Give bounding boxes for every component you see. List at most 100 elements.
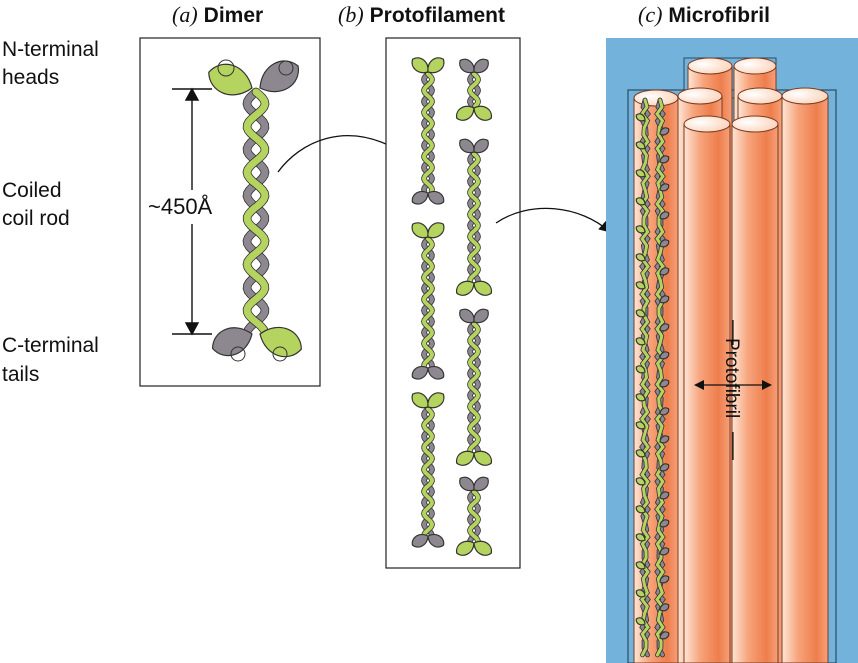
head-shape	[459, 308, 475, 324]
green-strand	[467, 322, 481, 453]
head-shape	[459, 476, 475, 492]
tube-front-1-cap	[683, 115, 731, 133]
head-domain	[473, 476, 489, 492]
head-shape	[411, 392, 429, 409]
head-domain	[659, 239, 670, 248]
head-shape	[473, 138, 489, 154]
tube-mid-back-cap	[677, 87, 723, 105]
tube-back-2-cap	[733, 57, 777, 75]
head-shape	[635, 477, 646, 486]
head-domain	[635, 617, 646, 626]
green-strand	[421, 407, 435, 536]
head-domain	[635, 113, 646, 122]
head-shape	[659, 407, 670, 416]
head-domain	[635, 561, 646, 570]
arrow-dimer-to-protofilament	[277, 135, 400, 173]
head-shape	[427, 222, 445, 239]
tube-back-1-cap	[687, 57, 733, 75]
head-domain	[473, 308, 489, 324]
head-shape	[411, 533, 429, 548]
tube-left-back-cap	[633, 89, 679, 107]
dimer-molecule	[208, 59, 302, 362]
head-domain	[659, 323, 670, 332]
green-strand	[655, 98, 665, 657]
head-shape	[659, 603, 670, 612]
head-shape	[659, 463, 670, 472]
head-domain	[635, 589, 646, 598]
head-domain	[473, 58, 489, 74]
head-domain	[473, 540, 492, 556]
head-shape	[659, 267, 670, 276]
head-shape	[427, 392, 445, 409]
green-strand	[421, 72, 435, 193]
head-domain	[259, 326, 302, 358]
head-shape	[659, 295, 670, 304]
head-domain	[659, 575, 670, 584]
head-shape	[427, 365, 445, 380]
n-terminal-label-line1: N-terminal	[2, 38, 99, 61]
panel-b-title: (b)Protofilament	[338, 2, 505, 27]
protofibril-label: Protofibril	[721, 338, 742, 418]
head-shape	[473, 450, 492, 466]
head-shape	[635, 225, 646, 234]
head-shape	[635, 309, 646, 318]
panel-a-title: (a)Dimer	[172, 2, 263, 27]
head-domain	[635, 477, 646, 486]
head-domain	[456, 450, 475, 466]
head-domain	[635, 225, 646, 234]
head-domain	[659, 603, 670, 612]
head-domain	[659, 155, 670, 164]
green-strand	[468, 72, 480, 108]
head-shape	[473, 280, 492, 296]
head-domain	[659, 435, 670, 444]
head-domain	[427, 190, 445, 205]
head-domain	[635, 281, 646, 290]
head-domain	[659, 351, 670, 360]
head-shape	[456, 450, 475, 466]
head-shape	[635, 393, 646, 402]
head-domain	[659, 631, 670, 640]
head-coil	[217, 59, 235, 77]
head-domain	[459, 138, 475, 154]
head-shape	[635, 253, 646, 262]
head-domain	[459, 308, 475, 324]
head-domain	[659, 547, 670, 556]
tube-front-1	[683, 123, 731, 663]
head-shape	[659, 127, 670, 136]
exposed-protofilament	[635, 97, 670, 658]
arrow-protofilament-to-microfibril	[495, 207, 611, 233]
head-domain	[659, 267, 670, 276]
tube-far-right	[781, 95, 829, 663]
c-terminal-label-line1: C-terminal	[2, 334, 99, 357]
head-domain	[659, 183, 670, 192]
head-shape	[659, 547, 670, 556]
head-shape	[473, 105, 492, 121]
head-shape	[635, 561, 646, 570]
head-domain	[635, 197, 646, 206]
head-shape	[635, 617, 646, 626]
head-domain	[411, 365, 429, 380]
tube-front-2-cap	[731, 115, 779, 133]
head-domain	[473, 138, 489, 154]
head-domain	[659, 295, 670, 304]
tail-coil	[230, 346, 246, 362]
head-domain	[411, 392, 429, 409]
head-domain	[659, 127, 670, 136]
head-shape	[635, 281, 646, 290]
head-shape	[635, 533, 646, 542]
head-domain	[635, 533, 646, 542]
head-shape	[659, 519, 670, 528]
head-shape	[411, 57, 429, 74]
head-shape	[635, 141, 646, 150]
head-shape	[635, 169, 646, 178]
head-shape	[659, 379, 670, 388]
head-domain	[635, 253, 646, 262]
head-shape	[635, 421, 646, 430]
head-domain	[427, 365, 445, 380]
head-domain	[459, 476, 475, 492]
length-label: ~450Å	[148, 194, 213, 219]
head-domain	[659, 463, 670, 472]
head-shape	[411, 365, 429, 380]
head-shape	[427, 57, 445, 74]
microfibril-tubes	[627, 57, 837, 663]
